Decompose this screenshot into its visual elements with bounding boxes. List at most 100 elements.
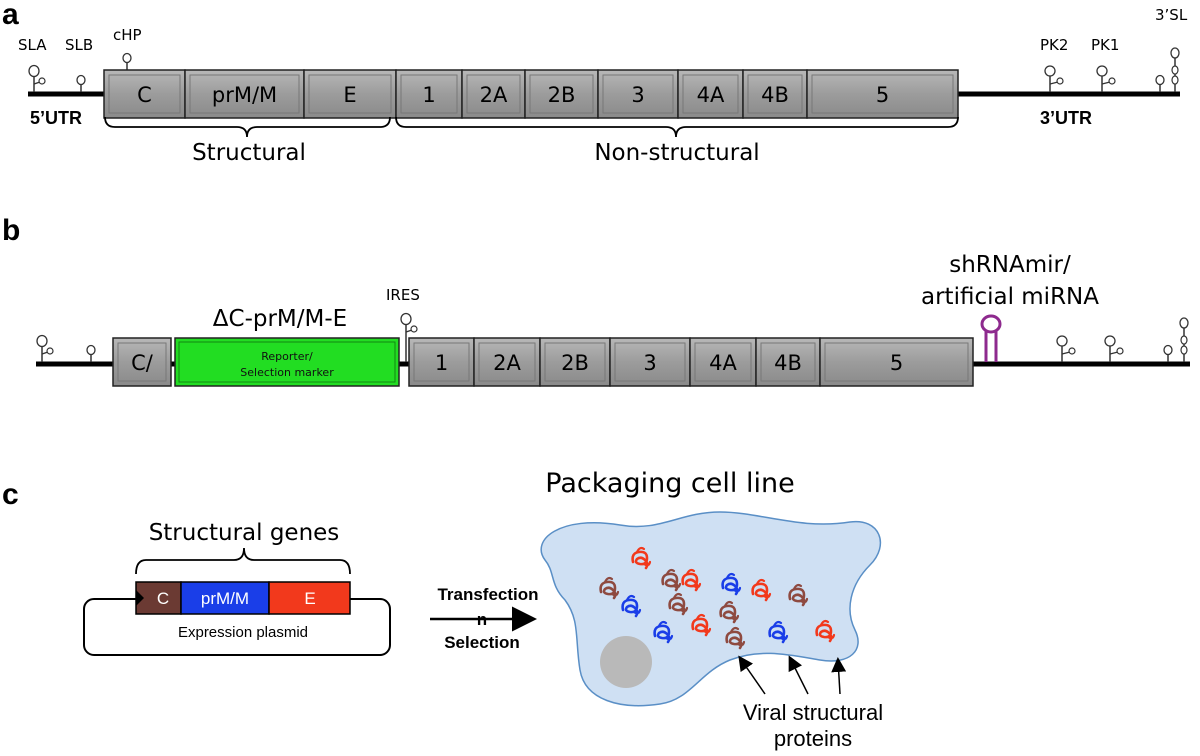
reporter-box: Reporter/ Selection marker	[174, 337, 400, 387]
plasmid-prm-label: prM/M	[201, 589, 249, 608]
viral-protein-icon	[631, 546, 652, 570]
pk1-loop-icon	[1096, 65, 1116, 93]
gene-box-a-2a: 2A	[461, 69, 526, 119]
sla-loop-icon-b	[36, 334, 54, 363]
gene-box-b-label-2a: 2A	[493, 351, 521, 375]
gene-box-b-label-1: 1	[435, 351, 448, 375]
panel-a-letter: a	[2, 0, 19, 31]
panel-c-letter: c	[2, 478, 19, 511]
slb-loop-icon	[76, 74, 86, 93]
plasmid-c-label: C	[157, 589, 169, 608]
gene-box-b-label-4a: 4A	[709, 351, 737, 375]
nonstructural-brace	[395, 116, 959, 138]
reporter-label-line2: Selection marker	[240, 366, 334, 379]
viral-proteins-label-line2: proteins	[774, 726, 852, 751]
structural-genes-brace	[135, 547, 351, 575]
viral-protein-icon	[719, 600, 740, 624]
cell-nucleus	[600, 636, 652, 688]
pointer-arrow-3	[831, 657, 847, 695]
shrna-hairpin-icon	[980, 314, 1002, 362]
gene-box-a-label-c: C	[137, 83, 152, 107]
promoter-arrow-icon	[136, 590, 144, 606]
viral-protein-icon	[691, 613, 712, 637]
gene-box-b-label-4b: 4B	[774, 351, 802, 375]
gene-box-a-4b: 4B	[742, 69, 808, 119]
pk1-label: PK1	[1091, 36, 1119, 54]
slb-loop-icon-b	[86, 344, 96, 363]
ires-label: IRES	[386, 286, 420, 304]
panel-c: c Structural genes C prM/M E Expression …	[2, 468, 883, 751]
plasmid-prm-box	[180, 581, 270, 615]
pointer-arrow-2	[788, 655, 809, 695]
gene-box-a-prm-m: prM/M	[184, 69, 305, 119]
gene-row-b: 1 2A 2B 3 4A 4B 5	[408, 337, 974, 387]
3sl-loop-icon	[1170, 47, 1180, 93]
plasmid-e-box	[268, 581, 351, 615]
gene-box-a-label-e: E	[343, 83, 356, 107]
viral-protein-icon	[668, 592, 689, 616]
cell-line-title: Packaging cell line	[545, 468, 794, 499]
structural-genes-label: Structural genes	[149, 520, 340, 546]
gene-box-a-label-2a: 2A	[480, 83, 508, 107]
gene-box-b-label-2b: 2B	[561, 351, 589, 375]
gene-box-b-3: 3	[609, 337, 691, 387]
panel-b: b shRNAmir/ artificial miRNA ΔC-prM/M-E …	[2, 214, 1190, 387]
pointer-arrow-1	[738, 655, 766, 695]
gene-box-b-5: 5	[819, 337, 974, 387]
pk2-loop-icon	[1044, 65, 1064, 93]
gene-box-a-label-3: 3	[631, 83, 644, 107]
gene-box-a-2b: 2B	[524, 69, 599, 119]
viral-protein-icon	[788, 583, 809, 607]
viral-proteins-label-line1: Viral structural	[743, 700, 883, 725]
gene-box-b-4a: 4A	[689, 337, 757, 387]
structural-brace	[104, 116, 391, 138]
viral-protein-icon	[661, 568, 682, 592]
gene-box-b-label-5: 5	[890, 351, 903, 375]
viral-protein-icon	[721, 572, 742, 596]
utr5-label: 5’UTR	[30, 108, 82, 128]
pk2-label: PK2	[1040, 36, 1068, 54]
plasmid-e-label: E	[304, 589, 315, 608]
viral-protein-icon	[768, 620, 789, 644]
viral-protein-icon	[815, 619, 836, 643]
expression-plasmid-label: Expression plasmid	[178, 624, 308, 641]
gene-box-a-c: C	[103, 69, 186, 119]
chp-loop-icon	[122, 52, 132, 71]
viral-protein-icon	[653, 620, 674, 644]
gene-box-a-label-4a: 4A	[697, 83, 725, 107]
viral-protein-group	[599, 546, 836, 650]
gene-box-a-label-prm-m: prM/M	[212, 83, 277, 107]
gene-box-a-label-5: 5	[876, 83, 889, 107]
panel-a: a SLA SLB cHP PK2 PK1 3’SL 5’UTR 3’UTR C…	[2, 0, 1188, 166]
gene-box-a-label-1: 1	[422, 83, 435, 107]
nonstructural-label: Non-structural	[594, 140, 759, 166]
dc-prm-e-label: ΔC-prM/M-E	[213, 306, 347, 332]
gene-box-a-e: E	[303, 69, 397, 119]
selection-label: Selection	[444, 633, 520, 652]
c-slash-box: C/	[112, 337, 172, 387]
reporter-label-line1: Reporter/	[261, 350, 313, 363]
gene-box-b-2b: 2B	[539, 337, 611, 387]
packaging-cell	[540, 511, 881, 707]
3sl-label: 3’SL	[1155, 6, 1188, 24]
gene-box-a-label-4b: 4B	[761, 83, 789, 107]
3sl-loop-icon-b	[1179, 317, 1189, 363]
gene-box-a-1: 1	[395, 69, 463, 119]
gene-box-b-label-3: 3	[643, 351, 656, 375]
gene-box-b-4b: 4B	[755, 337, 821, 387]
gene-box-a-3: 3	[597, 69, 679, 119]
small-loop-icon-b	[1163, 344, 1173, 363]
gene-box-b-2a: 2A	[473, 337, 541, 387]
utr3-label: 3’UTR	[1040, 108, 1092, 128]
viral-protein-icon	[621, 594, 642, 618]
panel-b-letter: b	[2, 214, 20, 247]
gene-box-a-4a: 4A	[677, 69, 744, 119]
viral-protein-icon	[751, 578, 772, 602]
shrna-label-line2: artificial miRNA	[921, 284, 1099, 310]
slb-label: SLB	[65, 36, 93, 54]
viral-protein-icon	[599, 576, 620, 600]
viral-protein-icon	[725, 626, 746, 650]
sla-loop-icon	[28, 64, 46, 93]
